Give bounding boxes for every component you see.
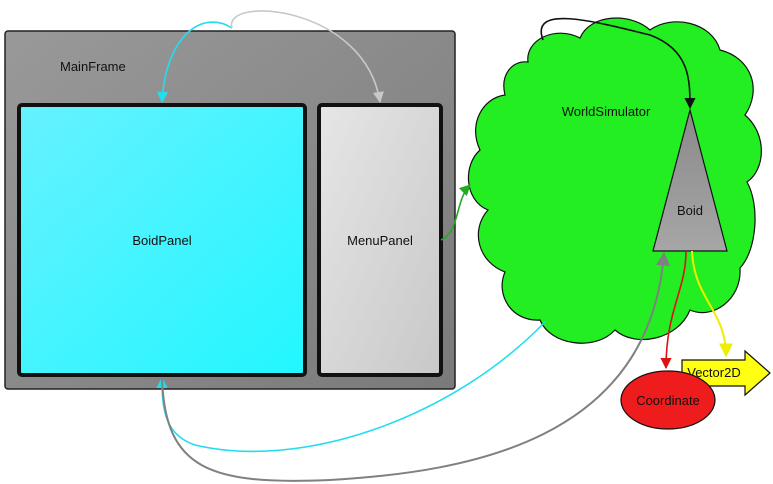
- menu-panel-label: MenuPanel: [347, 233, 413, 248]
- boid-panel-label: BoidPanel: [132, 233, 191, 248]
- menu-panel-node[interactable]: MenuPanel: [317, 103, 443, 377]
- connector-mainframe-to-menupanel: [230, 10, 384, 104]
- boid-triangle: [652, 107, 728, 252]
- connector-menupanel-to-worldsimulator: [440, 184, 471, 241]
- connector-mainframe-to-boidpanel: [156, 21, 233, 104]
- world-simulator-cloud: [467, 17, 762, 344]
- coordinate-label: Coordinate: [636, 393, 700, 408]
- main-frame-label: MainFrame: [60, 59, 126, 74]
- coordinate-node[interactable]: Coordinate: [620, 370, 716, 430]
- boid-panel-box: [17, 103, 307, 377]
- vector2d-label: Vector2D: [687, 365, 740, 380]
- boid-panel-node[interactable]: BoidPanel: [17, 103, 307, 377]
- connector-boid-to-coordinate: [660, 250, 687, 370]
- world-simulator-node[interactable]: WorldSimulator: [467, 17, 762, 344]
- boid-label: Boid: [677, 203, 703, 218]
- world-simulator-label: WorldSimulator: [562, 104, 651, 119]
- connector-boidpanel-to-boid: [161, 251, 671, 482]
- connector-boid-to-vector2d: [691, 250, 733, 358]
- connector-worldsimulator-to-boid: [540, 17, 696, 110]
- coordinate-ellipse: [620, 370, 716, 430]
- boid-node[interactable]: Boid: [652, 107, 728, 252]
